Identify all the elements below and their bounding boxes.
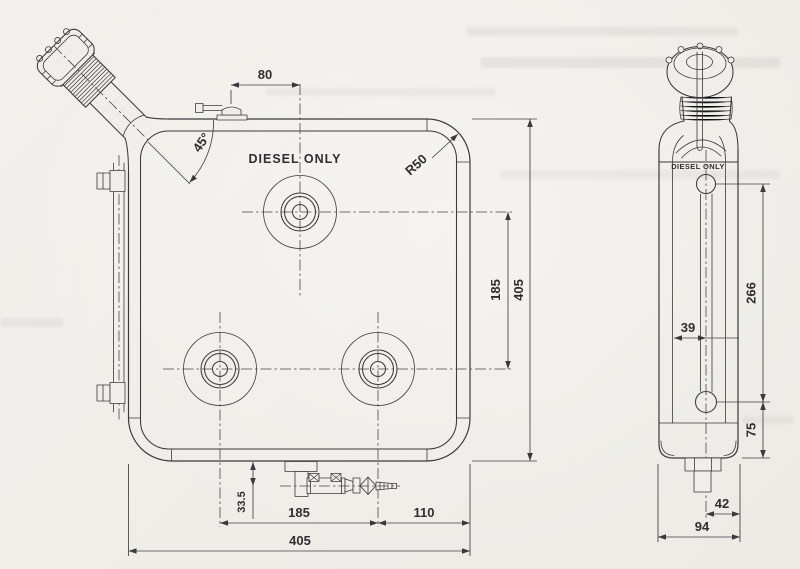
scan-artifact-4 (500, 170, 780, 179)
scan-artifact-6 (742, 416, 794, 424)
scan-artifact-3 (266, 88, 496, 96)
filler-neck-centerline (53, 45, 151, 143)
dim-port-span-label: 266 (744, 282, 759, 304)
dim-depth-label: 94 (695, 519, 710, 534)
dim-drain-offset-label: 33.5 (236, 491, 248, 512)
dim-port-edge-label: 110 (414, 505, 435, 520)
tank-inner-face (139, 130, 458, 450)
dim-filler-angle-label: 45° (190, 130, 214, 155)
filler-cap-front (36, 28, 95, 87)
side-view-dimensions: 266 75 39 42 94 (657, 183, 770, 542)
tank-outline (127, 118, 471, 462)
mounting-bolt-bottom (96, 382, 126, 404)
scan-artifact-2 (480, 57, 780, 68)
dim-plug-offset-label: 42 (715, 496, 729, 511)
dim-corner-radius-label: R50 (402, 151, 430, 178)
dim-lower-port-label: 75 (744, 423, 759, 437)
side-tank-outline (658, 149, 739, 459)
filler-neck (36, 28, 169, 173)
vent-fitting (195, 103, 248, 121)
port-centerlines (163, 84, 514, 527)
side-inner-walls (672, 161, 726, 424)
dim-vent-offset-label: 80 (258, 67, 272, 82)
dim-port-vertical-label: 185 (488, 279, 503, 301)
dim-gauge-offset-label: 39 (681, 320, 695, 335)
side-filler-cap (665, 42, 735, 152)
drain-plug (684, 457, 722, 493)
front-view-drawing: DIESEL ONLY 80 45° R50 185 4 (36, 28, 537, 556)
diesel-only-label-front: DIESEL ONLY (249, 152, 342, 166)
dim-width-label: 405 (289, 533, 311, 548)
scan-artifact-1 (466, 27, 738, 36)
dim-height-label: 405 (511, 279, 526, 301)
scan-artifact-5 (0, 318, 64, 327)
corner-ticks (128, 118, 471, 462)
mounting-bolt-top (96, 170, 126, 192)
mounting-strap (96, 155, 126, 420)
side-filler-neck (658, 96, 739, 163)
drain-valve (280, 461, 400, 497)
side-view-drawing: DIESEL ONLY 266 75 (657, 42, 770, 542)
dim-port-horizontal-label: 185 (288, 505, 310, 520)
cap-retaining-tab (696, 51, 703, 152)
diesel-only-label-side: DIESEL ONLY (671, 162, 725, 171)
